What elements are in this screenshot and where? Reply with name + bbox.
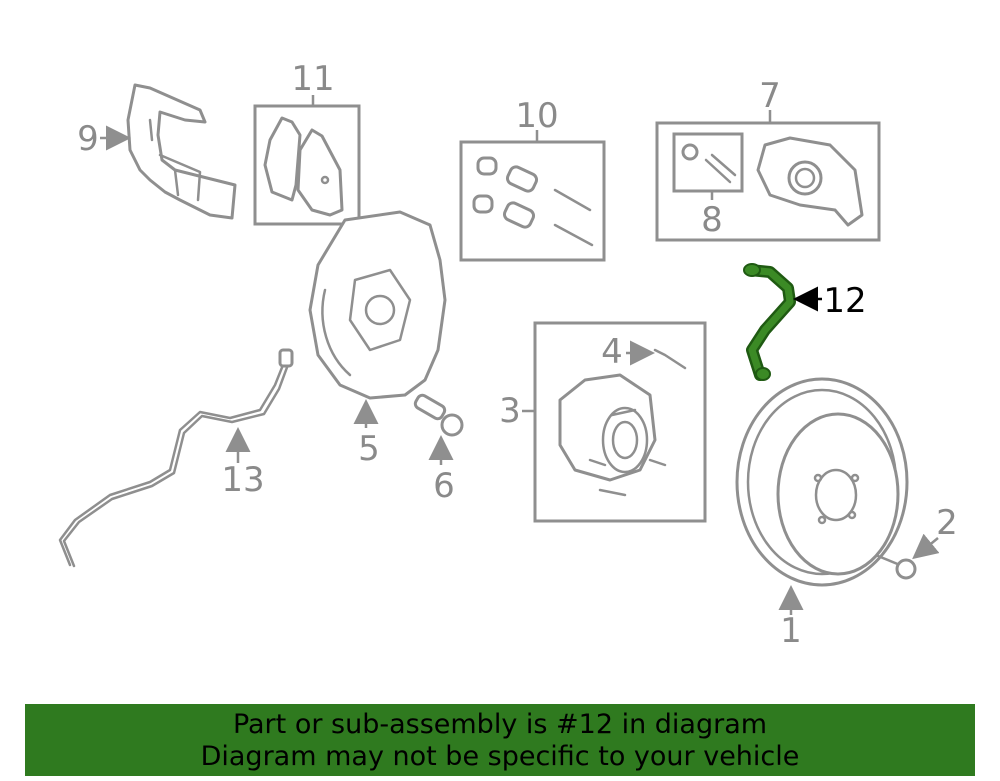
bolt-part[interactable]	[413, 393, 464, 465]
caliper-assembly-part[interactable]	[655, 110, 881, 242]
brake-pad-kit-part[interactable]	[253, 95, 361, 226]
hub-bearing-part[interactable]	[522, 321, 707, 523]
callout-7: 7	[759, 76, 781, 116]
rotor-screw-part[interactable]	[876, 533, 940, 580]
brake-hose-part[interactable]	[743, 263, 822, 381]
callout-3: 3	[499, 391, 521, 431]
hardware-kit-part[interactable]	[459, 130, 606, 262]
callout-2: 2	[936, 503, 958, 543]
callout-4: 4	[601, 332, 623, 372]
parts-diagram: 1 2 3 4 5 6 7 8 9 10 11 12 13	[58, 59, 958, 651]
callout-10: 10	[515, 96, 558, 136]
notice-banner: Part or sub-assembly is #12 in diagram D…	[25, 704, 975, 776]
banner-line-2: Diagram may not be specific to your vehi…	[200, 741, 800, 772]
callout-11: 11	[291, 59, 334, 99]
callout-1: 1	[780, 611, 802, 651]
callout-6: 6	[433, 466, 455, 506]
caliper-bracket-part[interactable]	[100, 83, 237, 220]
brake-rotor-part[interactable]	[735, 377, 909, 615]
callout-8: 8	[701, 200, 723, 240]
dust-shield-part[interactable]	[308, 210, 447, 428]
callout-5: 5	[358, 429, 380, 469]
callout-12: 12	[823, 281, 866, 321]
abs-sensor-part[interactable]	[58, 348, 294, 568]
callout-13: 13	[221, 460, 264, 500]
banner-line-1: Part or sub-assembly is #12 in diagram	[232, 709, 768, 740]
callout-9: 9	[77, 119, 99, 159]
